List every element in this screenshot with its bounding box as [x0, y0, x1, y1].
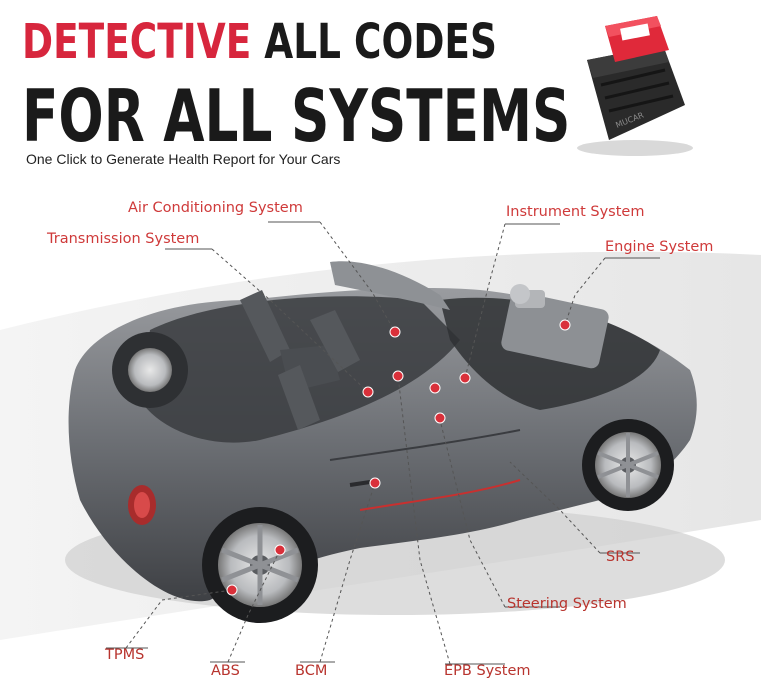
transmission-dot: [362, 386, 374, 398]
epb-dot: [392, 370, 404, 382]
label-srs: SRS: [606, 549, 635, 565]
label-bcm: BCM: [295, 663, 328, 679]
headline-line-1: DETECTIVE ALL CODES: [22, 18, 497, 66]
headline-line-2: FOR ALL SYSTEMS: [22, 74, 571, 158]
subtitle: One Click to Generate Health Report for …: [26, 151, 341, 167]
headline-detective: DETECTIVE: [22, 14, 252, 70]
label-engine-system: Engine System: [605, 239, 714, 255]
engine-dot: [559, 319, 571, 331]
label-steering-system: Steering System: [507, 596, 627, 612]
label-abs: ABS: [211, 663, 240, 679]
label-tpms: TPMS: [105, 647, 145, 663]
abs-dot: [274, 544, 286, 556]
obd-device-image: MUCAR: [577, 16, 693, 156]
tpms-dot: [226, 584, 238, 596]
srs-dot: [429, 382, 441, 394]
label-transmission-system: Transmission System: [47, 231, 200, 247]
bcm-dot: [369, 477, 381, 489]
air-conditioning-dot: [389, 326, 401, 338]
label-epb-system: EPB System: [444, 663, 531, 679]
instrument-dot: [459, 372, 471, 384]
label-air-conditioning-system: Air Conditioning System: [128, 200, 303, 216]
headline-all-codes: ALL CODES: [264, 14, 497, 70]
steering-dot: [434, 412, 446, 424]
label-instrument-system: Instrument System: [506, 204, 645, 220]
